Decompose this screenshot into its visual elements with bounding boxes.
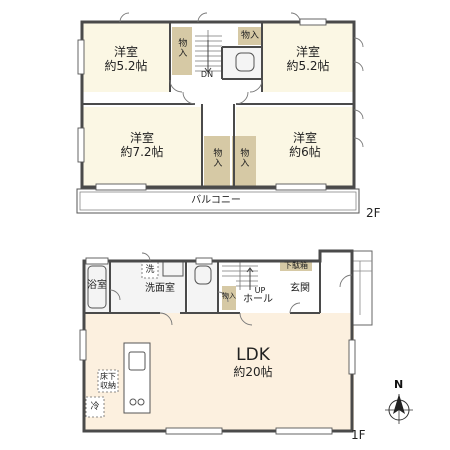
outer-wall-1f [82,249,354,433]
toilet-bowl-1f [194,265,212,285]
balcony-label: バルコニー [191,195,241,206]
stair-dn-label: DN [200,70,214,79]
washroom-label: 洗面室 [145,283,175,294]
room-nw-name: 洋室 [113,45,138,59]
floor-1-label: 1F [351,428,366,442]
closet-2f-3 [204,136,230,186]
room-se-name: 洋室 [292,131,317,145]
ldk-name: LDK [236,345,270,365]
room-nw-label: 洋室 約5.2帖 [96,45,156,74]
windows-2f [77,18,327,191]
closet-2f-2-label: 物入 [240,31,259,41]
closet-2f-1-label: 物入 [176,38,187,58]
entrance-label: 玄関 [290,283,310,294]
toilet-bowl-2f [235,52,255,72]
room-se-size: 約6帖 [289,144,321,159]
compass [385,394,413,424]
room-nw [82,22,170,92]
closet-1f-label: 物入 [222,292,236,300]
underfloor-label: 床下収納 [100,372,116,391]
kitchen-sink [128,351,146,371]
floor-1 [79,249,373,435]
room-sw-label: 洋室 約7.2帖 [110,131,174,160]
shoe-box-label: 下駄箱 [284,261,308,270]
closet-2f-4-label: 物入 [238,148,249,168]
fridge-label: 冷 [90,402,100,412]
room-ne-size: 約5.2帖 [286,58,330,73]
bath-label: 浴室 [87,280,107,291]
closet-2f-2 [238,27,262,45]
closet-2f-4 [232,136,256,186]
room-ne-name: 洋室 [295,45,320,59]
stove-burner-2 [137,398,145,406]
balcony [76,188,360,214]
ldk-label: LDK 約20帖 [218,345,288,379]
toilet-1f [188,261,218,313]
room-sw-name: 洋室 [129,131,154,145]
outer-wall-2f [80,20,356,189]
room-ne-label: 洋室 約5.2帖 [278,45,338,74]
room-sw [82,107,202,187]
room-se-label: 洋室 約6帖 [275,131,335,160]
compass-north-label: N [394,378,404,391]
fridge-space [85,396,105,418]
kitchen-counter [123,342,151,414]
stove-burner-1 [129,398,137,406]
closet-2f-3-label: 物入 [211,148,222,168]
floor-2-label: 2F [366,206,381,220]
stair-arrow-1f [246,267,254,290]
walls-2f-interior [82,22,354,187]
washer-label: 洗 [145,265,155,275]
bathtub [87,265,107,309]
shoe-box [280,261,312,271]
room-sw-size: 約7.2帖 [120,144,164,159]
windows-1f [79,257,356,435]
balcony-rail [79,191,357,211]
hall-label: ホール [243,294,273,305]
stair-up-label: UP [254,286,266,295]
porch-steps [351,250,373,326]
walls-1f-interior [84,261,321,314]
room-ne [262,22,354,92]
underfloor-storage [97,369,119,393]
doors-2f [119,12,364,148]
closet-2f-1 [172,27,192,75]
toilet-2f [222,47,262,79]
floor-2 [76,12,364,214]
stair-arrow-2f [204,40,212,73]
ldk-size: 約20帖 [233,364,273,379]
room-nw-size: 約5.2帖 [104,58,148,73]
closet-1f [222,286,236,310]
doors-1f [109,252,353,326]
